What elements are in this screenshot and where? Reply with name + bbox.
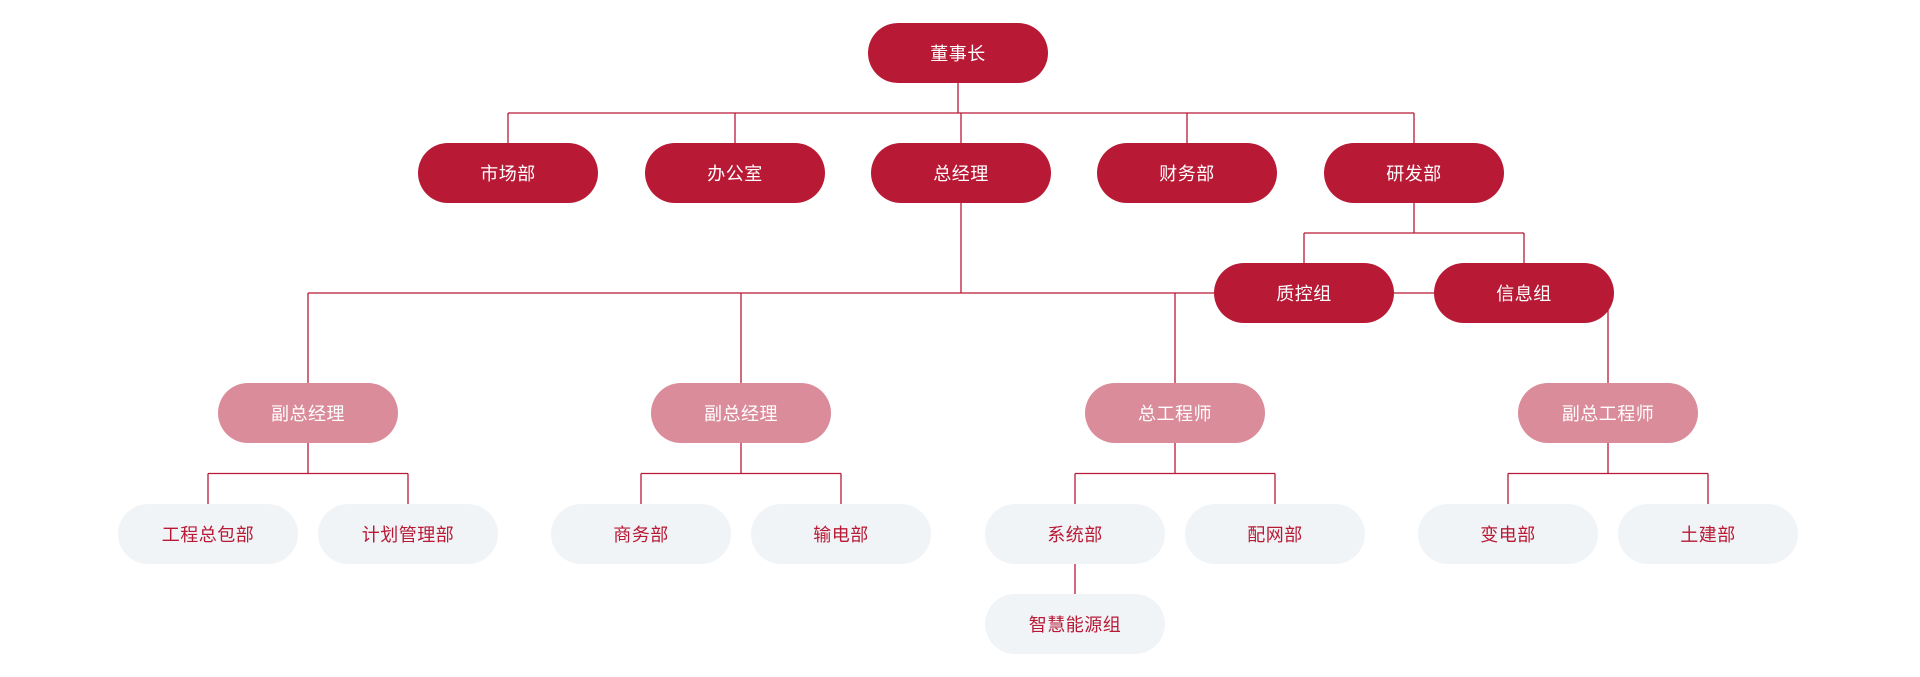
node-chief-engineer: 总工程师	[1085, 383, 1265, 443]
node-rnd-dept: 研发部	[1324, 143, 1504, 203]
node-epc-dept: 工程总包部	[118, 504, 298, 564]
node-deputy-gm-2: 副总经理	[651, 383, 831, 443]
node-market-dept: 市场部	[418, 143, 598, 203]
node-system-dept: 系统部	[985, 504, 1165, 564]
node-planning-dept: 计划管理部	[318, 504, 498, 564]
node-civil-dept: 土建部	[1618, 504, 1798, 564]
node-business-dept: 商务部	[551, 504, 731, 564]
node-substation-dept: 变电部	[1418, 504, 1598, 564]
node-general-manager: 总经理	[871, 143, 1051, 203]
node-chairman: 董事长	[868, 23, 1048, 83]
node-deputy-gm-1: 副总经理	[218, 383, 398, 443]
node-quality-control-group: 质控组	[1214, 263, 1394, 323]
node-distribution-dept: 配网部	[1185, 504, 1365, 564]
node-office: 办公室	[645, 143, 825, 203]
node-deputy-chief-engineer: 副总工程师	[1518, 383, 1698, 443]
node-information-group: 信息组	[1434, 263, 1614, 323]
node-transmission-dept: 输电部	[751, 504, 931, 564]
node-finance-dept: 财务部	[1097, 143, 1277, 203]
node-smart-energy-group: 智慧能源组	[985, 594, 1165, 654]
